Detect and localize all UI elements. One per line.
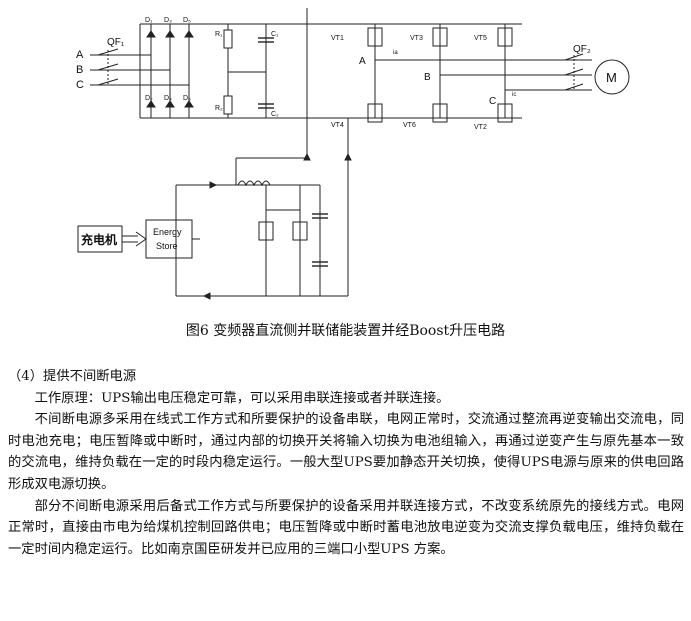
resistor-label-r1: R₁ bbox=[215, 31, 223, 38]
phase-label-c: C bbox=[76, 79, 84, 91]
diode-label-d3: D₃ bbox=[164, 17, 172, 24]
transistor-label-vt6: VT6 bbox=[403, 122, 416, 129]
inverter-node-b: B bbox=[424, 72, 431, 83]
diode-label-d4: D₄ bbox=[164, 95, 172, 102]
paragraph-online-mode: 不间断电源多采用在线式工作方式和所要保护的设备串联，电网正常时，交流通过整流再逆… bbox=[8, 412, 684, 492]
diode-label-d1: D₁ bbox=[145, 17, 153, 24]
breaker-qf2-label: QF₂ bbox=[573, 44, 591, 55]
transistor-label-vt1: VT1 bbox=[331, 35, 344, 42]
phase-label-a: A bbox=[76, 49, 84, 61]
transistor-label-vt4: VT4 bbox=[331, 122, 344, 129]
paragraph-principle: 工作原理：UPS输出电压稳定可靠，可以采用串联连接或者并联连接。 bbox=[34, 390, 450, 406]
diode-label-d6: D₆ bbox=[183, 95, 191, 102]
diode-label-d5: D₅ bbox=[183, 17, 191, 24]
capacitor-label-c1: C₁ bbox=[271, 31, 279, 38]
current-label-ia: ia bbox=[393, 50, 398, 56]
resistor-label-r2: R₂ bbox=[215, 105, 223, 112]
transistor-label-vt5: VT5 bbox=[474, 35, 487, 42]
diode-label-d2: D₂ bbox=[145, 95, 153, 102]
capacitor-label-c2: C₂ bbox=[271, 111, 279, 118]
motor-label: M bbox=[606, 70, 617, 85]
energy-store-label-line1: Energy bbox=[153, 227, 182, 237]
charger-label: 充电机 bbox=[81, 232, 117, 247]
transistor-label-vt2: VT2 bbox=[474, 124, 487, 131]
section-heading: （4）提供不间断电源 bbox=[8, 369, 137, 384]
inverter-node-c: C bbox=[489, 96, 496, 107]
circuit-diagram: A B C QF₁ QF₂ M D₁ D₃ D₅ D₂ D₄ D₆ R₁ R₂ … bbox=[76, 8, 630, 300]
figure-caption: 图6 变频器直流侧并联储能装置并经Boost升压电路 bbox=[185, 323, 506, 339]
breaker-qf1-label: QF₁ bbox=[107, 37, 125, 48]
energy-store-label-line2: Store bbox=[156, 241, 178, 251]
body-text: （4）提供不间断电源 工作原理：UPS输出电压稳定可靠，可以采用串联连接或者并联… bbox=[8, 366, 684, 560]
transistor-label-vt3: VT3 bbox=[410, 35, 423, 42]
phase-label-b: B bbox=[76, 64, 83, 76]
inverter-node-a: A bbox=[359, 56, 366, 67]
paragraph-backup-mode: 部分不间断电源采用后备式工作方式与所要保护的设备采用并联连接方式，不改变系统原先… bbox=[8, 498, 684, 557]
current-label-ic: ic bbox=[512, 92, 516, 98]
